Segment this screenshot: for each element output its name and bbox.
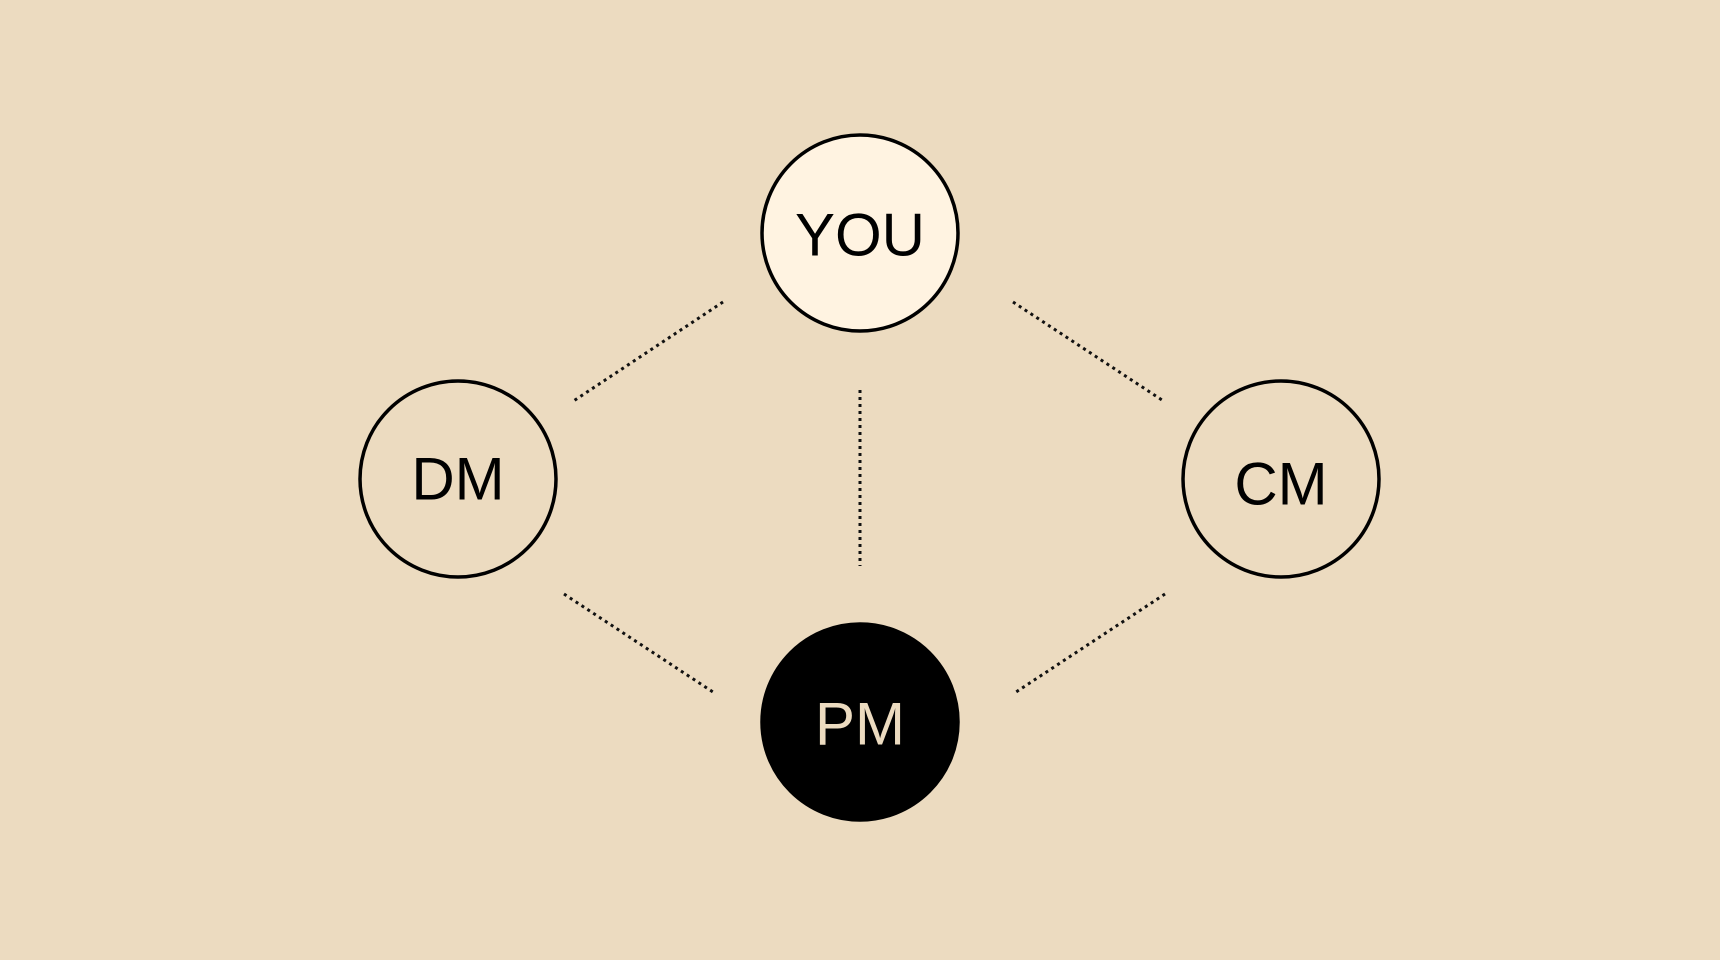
node-pm: PM — [760, 622, 960, 822]
node-cm-label: CM — [1234, 451, 1327, 518]
node-pm-circle — [760, 622, 960, 822]
node-you: YOU — [760, 133, 960, 333]
node-dm-circle — [358, 379, 558, 579]
connector-dm-pm — [563, 592, 717, 696]
node-cm: CM — [1181, 379, 1381, 579]
connector-you-cm — [1012, 300, 1166, 404]
node-you-label: YOU — [795, 202, 925, 269]
connector-you-dm — [571, 300, 724, 404]
node-cm-circle — [1181, 379, 1381, 579]
node-pm-label: PM — [815, 691, 905, 758]
node-dm: DM — [358, 379, 558, 579]
connector-cm-pm — [1012, 592, 1166, 696]
node-dm-label: DM — [411, 446, 504, 513]
node-you-circle — [760, 133, 960, 333]
